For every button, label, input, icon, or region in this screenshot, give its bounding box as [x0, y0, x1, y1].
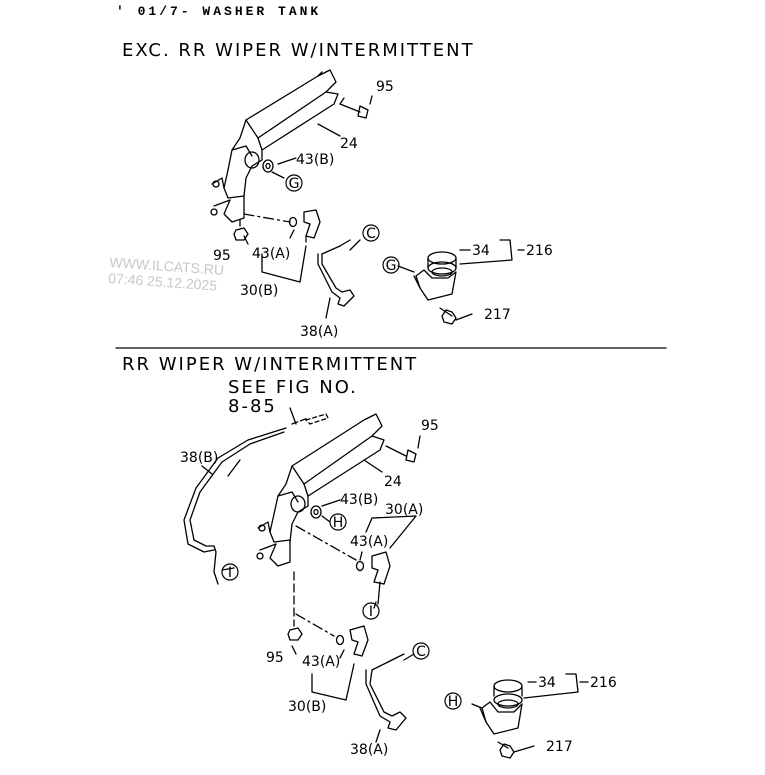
leader-lines-lower [221, 435, 589, 753]
callout-letter: G [386, 258, 397, 274]
part-label-30b: 30(B) [288, 699, 326, 715]
part-label-95: 95 [213, 248, 231, 264]
washer-tank-upper [413, 251, 457, 325]
reservoir-bracket-upper [210, 69, 339, 223]
clip-43a-upper [243, 209, 321, 243]
part-label-43b: 43(B) [340, 492, 378, 508]
callout-c-upper [362, 224, 380, 242]
part-label-30b: 30(B) [240, 283, 278, 299]
part-label-38a: 38(A) [300, 324, 338, 340]
part-label-24: 24 [340, 136, 358, 152]
callout-letter: H [448, 694, 459, 710]
callout-i-hose [221, 563, 239, 581]
washer-43b-upper [262, 159, 274, 173]
part-label-217: 217 [546, 739, 573, 755]
clip-30a [295, 525, 391, 605]
hose-38a-lower [365, 653, 407, 731]
reservoir-bracket-lower [256, 413, 385, 567]
callout-h-tank [444, 692, 462, 710]
callout-letter: C [416, 644, 426, 660]
diagram-header: ' 01/7- WASHER TANK [116, 4, 322, 19]
section-title-exc-rr-wiper: EXC. RR WIPER W/INTERMITTENT [122, 40, 475, 61]
callout-h-bracket [329, 513, 347, 531]
clip-43a-30b-lower [335, 625, 369, 657]
part-label-216: 216 [526, 243, 553, 259]
leader-lines-upper [243, 95, 525, 321]
callout-c-lower [412, 642, 430, 660]
washer-43b-lower [310, 505, 322, 519]
nut-95-upper-lower [233, 219, 249, 241]
part-label-43a: 43(A) [252, 246, 290, 262]
part-label-38b: 38(B) [180, 450, 218, 466]
callout-letter: H [333, 515, 344, 531]
part-label-216: 216 [590, 675, 617, 691]
part-label-38a: 38(A) [350, 742, 388, 758]
callout-letters: G C G H I I C H 95 24 43(B) 95 43(A) 30(… [180, 79, 617, 758]
section-title-rr-wiper: RR WIPER W/INTERMITTENT [122, 354, 419, 375]
part-label-30a: 30(A) [385, 502, 423, 518]
callout-letter: G [289, 176, 300, 192]
part-label-24: 24 [384, 474, 402, 490]
part-label-217: 217 [484, 307, 511, 323]
hose-38a-upper [317, 239, 355, 307]
part-label-43a: 43(A) [350, 534, 388, 550]
callout-i-clip [362, 602, 380, 620]
callout-letter: I [369, 604, 373, 620]
callout-g-bracket [285, 174, 303, 192]
callout-circles [221, 174, 462, 710]
part-label-95: 95 [421, 418, 439, 434]
see-fig-label: SEE FIG NO. [228, 377, 358, 398]
washer-tank-lower [479, 679, 523, 759]
part-label-95: 95 [266, 650, 284, 666]
callout-letter: I [228, 565, 232, 581]
part-label-43b: 43(B) [296, 152, 334, 168]
part-label-43a: 43(A) [302, 654, 340, 670]
callout-letter: C [366, 226, 376, 242]
see-fig-hose-end [289, 407, 329, 425]
part-label-34: 34 [538, 675, 556, 691]
bolt-95-upper [339, 97, 369, 119]
part-label-95: 95 [376, 79, 394, 95]
callout-g-tank [382, 256, 400, 274]
nut-95-lower [287, 571, 335, 641]
hose-38b [183, 427, 287, 585]
bolt-95-lower-top [385, 445, 417, 463]
see-fig-number: 8-85 [228, 396, 277, 417]
part-label-34: 34 [472, 243, 490, 259]
